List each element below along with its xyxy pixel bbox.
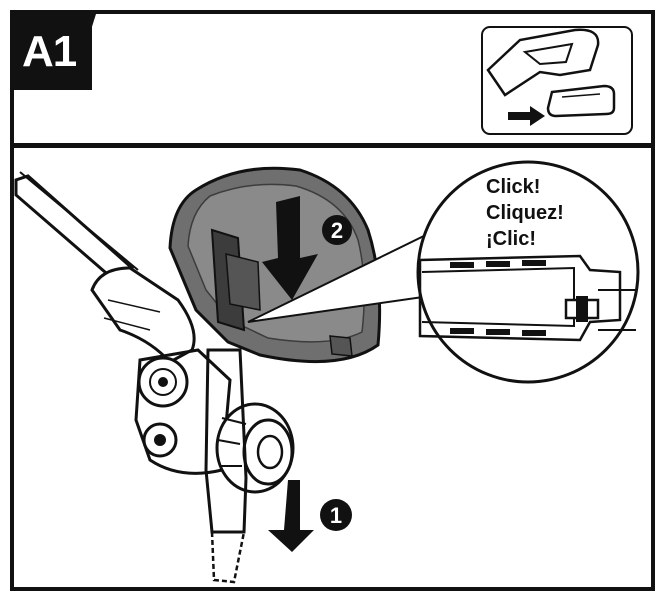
panel-divider bbox=[10, 143, 655, 148]
battery-inset bbox=[481, 26, 633, 135]
step-badge-notch bbox=[84, 14, 96, 52]
step-marker-1-label: 1 bbox=[330, 503, 342, 528]
magnifier-callout bbox=[247, 160, 640, 384]
down-arrow-1-icon bbox=[268, 480, 314, 552]
click-text-fr: Cliquez! bbox=[486, 202, 564, 224]
battery-pack-icon bbox=[546, 84, 616, 118]
edge-guide-wire bbox=[204, 348, 248, 584]
latch-detail bbox=[418, 254, 636, 342]
step-label: A1 bbox=[22, 27, 77, 76]
trimmer-motor-housing bbox=[90, 266, 232, 475]
click-text-en: Click! bbox=[486, 176, 541, 198]
down-arrow-2-icon bbox=[262, 196, 318, 300]
spool-head bbox=[215, 402, 295, 494]
step-marker-2: 2 bbox=[322, 215, 352, 245]
slide-right-arrow-icon bbox=[508, 106, 545, 126]
step-marker-1: 1 bbox=[320, 499, 352, 531]
click-text-es: ¡Clic! bbox=[486, 228, 536, 250]
step-badge: A1 bbox=[14, 14, 92, 90]
handle-icon bbox=[486, 28, 600, 97]
step-marker-2-label: 2 bbox=[331, 218, 343, 243]
